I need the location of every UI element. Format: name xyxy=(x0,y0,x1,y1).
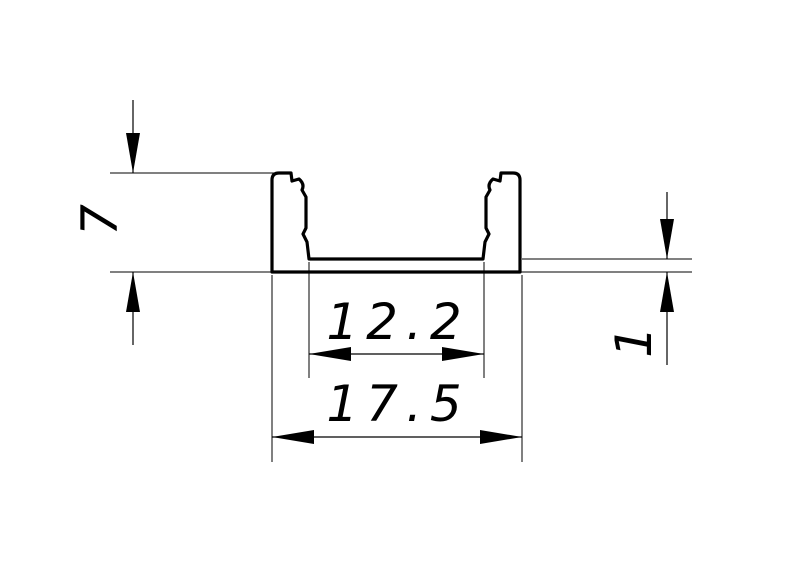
arrow-down-icon xyxy=(660,219,674,259)
arrow-right-icon xyxy=(442,347,484,361)
arrow-up-icon xyxy=(126,272,140,312)
outer-width-value: 17.5 xyxy=(326,375,469,433)
arrow-up-icon xyxy=(660,272,674,312)
u-profile-outline xyxy=(270,171,522,274)
arrow-left-icon xyxy=(309,347,351,361)
outer-width-dimension: 17.5 xyxy=(272,375,522,444)
arrow-right-icon xyxy=(480,430,522,444)
inner-width-value: 12.2 xyxy=(326,293,469,351)
inner-width-dimension: 12.2 xyxy=(309,293,484,361)
thickness-value: 1 xyxy=(605,326,663,358)
arrow-left-icon xyxy=(272,430,314,444)
height-value: 7 xyxy=(71,204,129,236)
height-dimension: 7 xyxy=(71,100,140,345)
thickness-dimension: 1 xyxy=(605,192,674,365)
arrow-down-icon xyxy=(126,133,140,173)
